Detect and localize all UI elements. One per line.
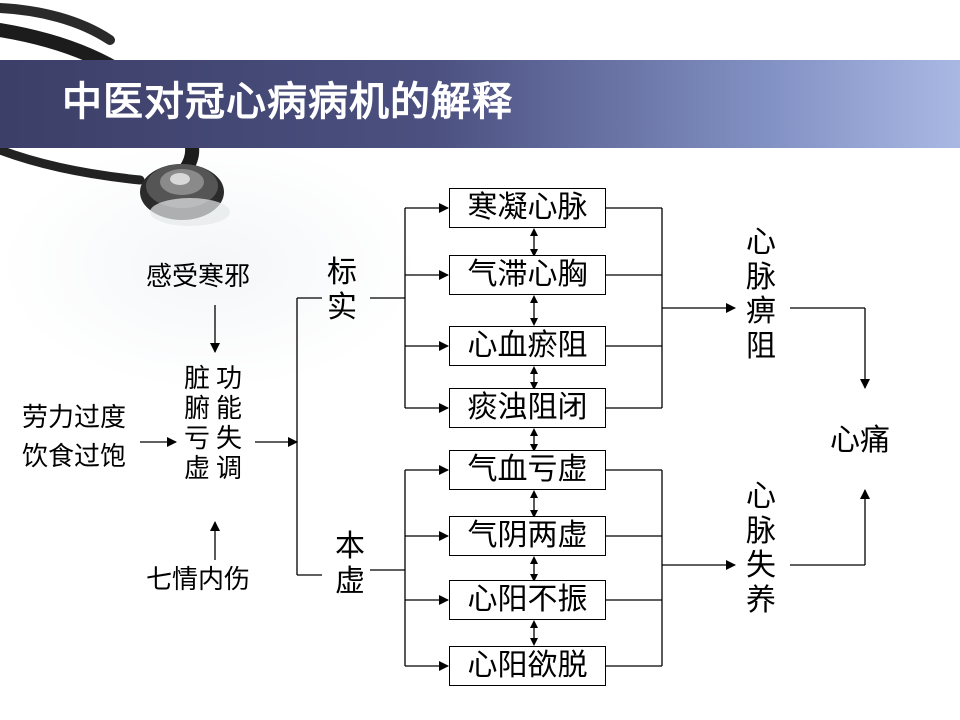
box-qi-yin-deficiency: 气阴两虚 [449,516,606,556]
box-qi-stagnation: 气滞心胸 [449,255,606,295]
page-title: 中医对冠心病病机的解释 [62,79,513,125]
outcome-heart-vessel-obstruction: 心脉痹阻 [746,225,776,364]
function-disorder-text: 功能失调 [215,364,242,484]
cause-cold-evil: 感受寒邪 [146,262,251,292]
cause-overwork: 劳力过度 [22,403,127,433]
title-banner [0,60,960,148]
box-phlegm-obstruction: 痰浊阻闭 [449,388,606,428]
box-cold-congealing: 寒凝心脉 [449,188,606,228]
cause-overeating: 饮食过饱 [22,442,127,472]
branch-biao-shi: 标实 [327,255,357,325]
box-heart-yang-weak: 心阳不振 [449,580,606,620]
branch-ben-xu: 本虚 [335,529,365,599]
organ-deficiency-text: 脏腑亏虚 [183,364,210,484]
box-blood-stasis: 心血瘀阻 [449,326,606,366]
cause-emotional-injury: 七情内伤 [146,565,251,595]
box-heart-yang-collapse: 心阳欲脱 [449,646,606,686]
box-qi-blood-deficiency: 气血亏虚 [449,450,606,490]
result-heart-pain: 心痛 [830,423,890,458]
outcome-heart-vessel-malnourishment: 心脉失养 [746,479,776,618]
